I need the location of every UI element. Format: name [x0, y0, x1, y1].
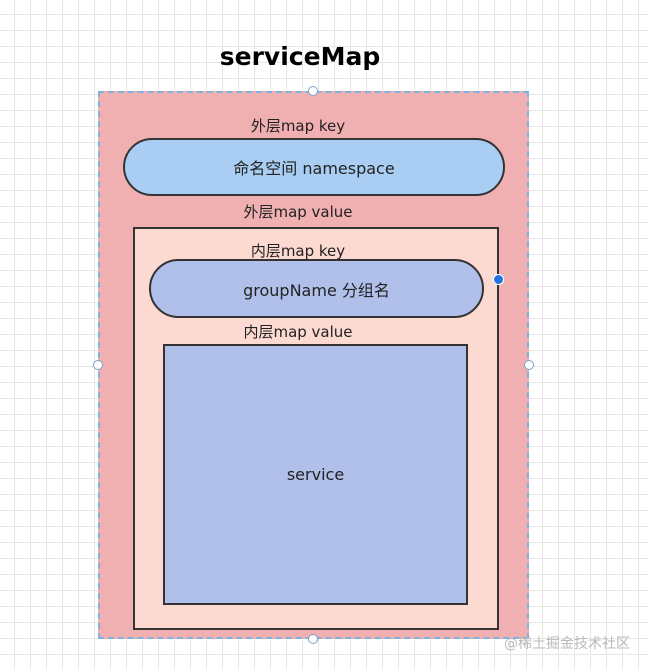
service-text: service [286, 465, 345, 484]
selection-handle-right[interactable] [524, 360, 534, 370]
selection-handle-bottom[interactable] [308, 634, 318, 644]
outer-key-label: 外层map key [250, 117, 346, 135]
namespace-node[interactable]: 命名空间 namespace [123, 138, 505, 196]
selection-handle-left[interactable] [93, 360, 103, 370]
service-node[interactable]: service [163, 344, 468, 605]
diagram-title: serviceMap [219, 42, 381, 71]
group-name-text: groupName 分组名 [243, 280, 390, 300]
inner-key-label: 内层map key [250, 242, 346, 260]
watermark: @稀土掘金技术社区 [504, 636, 630, 652]
group-name-node[interactable]: groupName 分组名 [149, 259, 484, 318]
outer-value-label: 外层map value [243, 203, 353, 221]
inner-value-label: 内层map value [243, 323, 353, 341]
namespace-text: 命名空间 namespace [233, 159, 395, 178]
selection-handle-top[interactable] [308, 86, 318, 96]
connection-point-handle[interactable] [493, 274, 504, 285]
